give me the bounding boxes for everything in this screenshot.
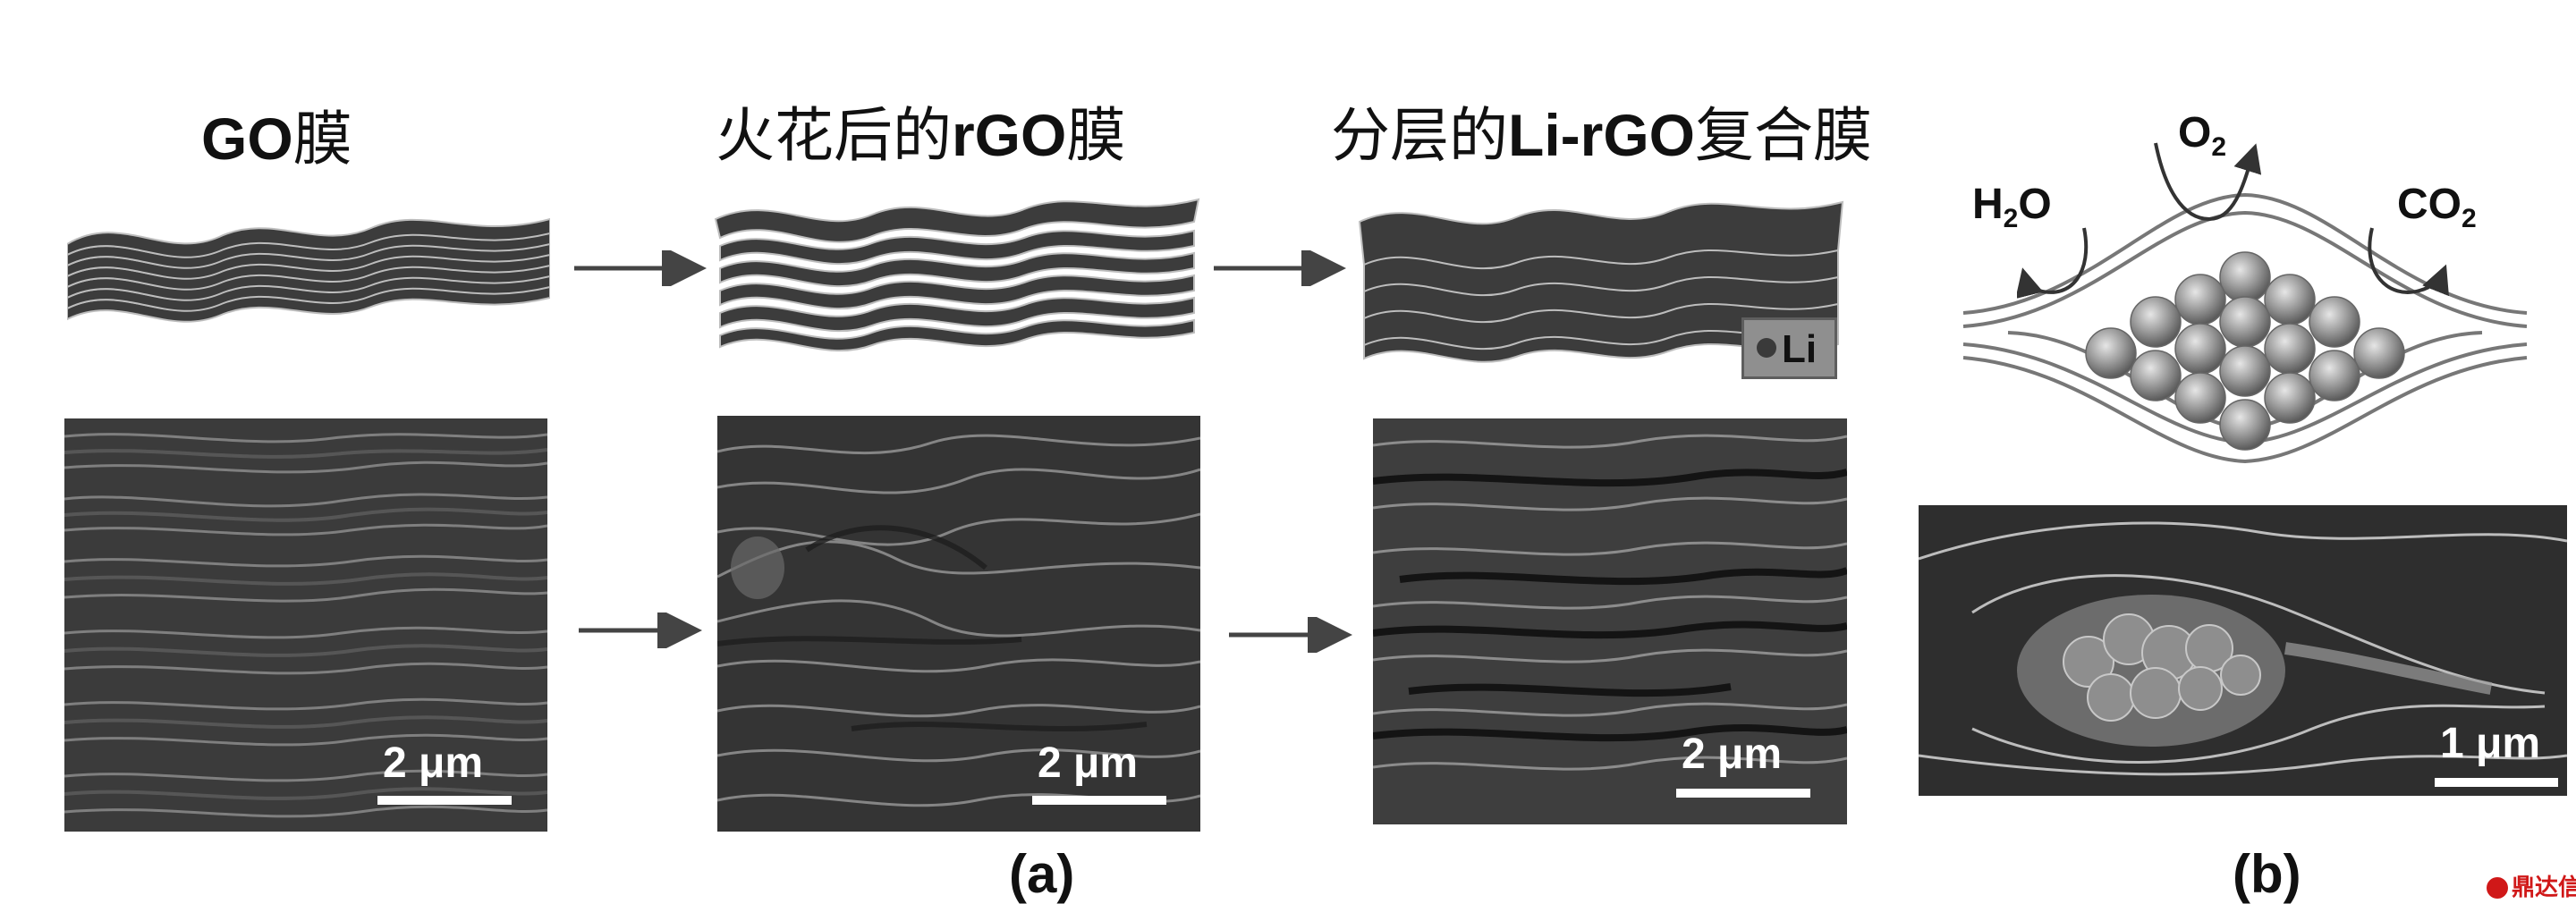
rgo-film-stack-illustration [714, 198, 1200, 352]
scale-bar-label: 1 μm [2440, 720, 2541, 767]
scale-bar-line [1032, 796, 1166, 805]
li-legend-label: Li [1782, 327, 1818, 371]
co2-label: CO2 [2397, 181, 2477, 233]
h2o-release-arrow [2017, 227, 2089, 300]
sem-image-rgo-film [717, 416, 1200, 832]
scale-bar-go: 2 μm [377, 739, 512, 814]
scale-bar-label: 2 μm [383, 739, 484, 787]
o2-release-arrow [2154, 142, 2262, 222]
li-legend-box: Li [1741, 317, 1837, 379]
scale-bar-label: 2 μm [1682, 731, 1783, 778]
scale-bar-li-rgo: 2 μm [1676, 731, 1810, 805]
li-dot-icon [1757, 338, 1776, 358]
go-film-stack-illustration [67, 217, 550, 323]
arrow-go-to-rgo [574, 250, 707, 286]
sem-image-li-rgo-film [1373, 418, 1847, 824]
watermark-logo-icon [2487, 877, 2508, 899]
h2o-label: H2O [1972, 181, 2052, 233]
panel-label-b: (b) [2233, 844, 2301, 904]
sem-image-encapsulated-particles [1919, 505, 2567, 796]
panel-label-a: (a) [1009, 844, 1075, 904]
scale-bar-label: 2 μm [1038, 739, 1139, 787]
arrow-sem-go-to-rgo [579, 613, 702, 648]
watermark: 鼎达信 [2487, 869, 2576, 902]
stage-title-rgo: 火花后的rGO膜 [716, 102, 1126, 168]
scale-bar-rgo: 2 μm [1032, 739, 1166, 814]
li-rgo-film-stack-illustration [1358, 200, 1844, 363]
o2-label: O2 [2178, 109, 2227, 162]
stage-title-li-rgo: 分层的Li-rGO复合膜 [1331, 102, 1872, 168]
sem-image-go-film [64, 418, 547, 832]
arrow-rgo-to-li-rgo [1214, 250, 1346, 286]
scale-bar-line [1676, 789, 1810, 798]
co2-release-arrow [2368, 227, 2449, 297]
arrow-sem-rgo-to-li-rgo [1229, 617, 1352, 653]
scale-bar-line [377, 796, 512, 805]
scale-bar-line [2435, 778, 2558, 787]
stage-title-go: GO膜 [201, 106, 352, 172]
encapsulated-particles-schematic [1962, 192, 2528, 464]
scale-bar-b: 1 μm [2435, 720, 2565, 794]
